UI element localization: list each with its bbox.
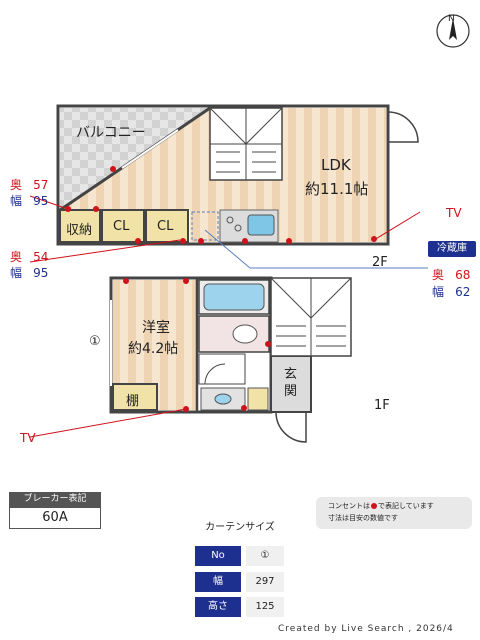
- closet-depth-value: 54: [33, 250, 49, 264]
- stove-burner-2: [234, 224, 242, 232]
- first-floor: [29, 276, 352, 443]
- shoe-box: [247, 387, 269, 411]
- curtain-value-width: 297: [246, 572, 284, 592]
- ldk-label: LDK: [321, 156, 351, 174]
- closet-width: 幅 95: [10, 262, 48, 281]
- closet-2-box: [145, 209, 189, 243]
- fridge-space: [191, 211, 219, 241]
- fridge-depth-label: 奥: [432, 268, 445, 282]
- fridge-title: 冷蔵庫: [428, 241, 476, 257]
- curtain-key-height: 高さ: [195, 597, 241, 617]
- shelf-box: [112, 383, 158, 411]
- notes-box: コンセントはで表記しています 寸法は目安の数値です: [316, 497, 472, 529]
- closet-1-box: [101, 209, 145, 243]
- fridge-width-label: 幅: [432, 285, 445, 299]
- balcony-label: バルコニー: [76, 125, 146, 141]
- fridge-depth-value: 68: [455, 268, 471, 282]
- storage-label: 収納: [66, 223, 93, 238]
- bathtub: [203, 283, 265, 311]
- outlet-dot-icon: [371, 503, 377, 509]
- closet-width-label: 幅: [10, 266, 23, 280]
- storage-width: 幅 95: [10, 190, 48, 209]
- window-number: ①: [89, 334, 101, 349]
- storage-depth: 奥 57: [10, 174, 48, 193]
- second-floor-outlets: [65, 166, 377, 244]
- closet-2-label: CL: [157, 219, 174, 234]
- breaker-label: ブレーカー表記: [9, 492, 101, 507]
- credit-text: Created by Live Search , 2026/4: [278, 624, 454, 634]
- balcony-window: [121, 129, 179, 169]
- curtain-key-width: 幅: [195, 572, 241, 592]
- breaker-value: 60A: [9, 507, 101, 529]
- leader-storage-dims: [29, 195, 69, 210]
- second-floor: [29, 104, 428, 269]
- compass-north-label: N: [448, 14, 455, 24]
- first-floor-outlets: [123, 278, 271, 412]
- entrance-door: [275, 411, 307, 443]
- curtain-key-no: No: [195, 546, 241, 566]
- ldk-door: [387, 111, 419, 143]
- closet-depth: 奥 54: [10, 246, 48, 265]
- fridge-depth: 奥 68: [432, 264, 470, 283]
- ldk-size-label: 約11.1帖: [305, 180, 369, 198]
- notes-line-2: 寸法は目安の数値です: [328, 514, 398, 522]
- fridge-width: 幅 62: [432, 281, 470, 300]
- ldk-floor-lower: [190, 210, 386, 242]
- leader-fridge-1: [204, 229, 251, 269]
- compass-icon: [436, 14, 470, 48]
- notes-line-1-post: で表記しています: [378, 502, 434, 510]
- storage-depth-value: 57: [33, 178, 49, 192]
- storage-width-label: 幅: [10, 194, 23, 208]
- western-room-size-label: 約4.2帖: [128, 341, 179, 357]
- storage-width-value: 95: [33, 194, 49, 208]
- notes-line-1: コンセントはで表記しています: [328, 500, 472, 512]
- storage-box: [59, 209, 101, 243]
- kitchen-sink: [247, 214, 275, 236]
- toilet: [232, 324, 258, 344]
- floor-2f-label: 2F: [372, 255, 388, 270]
- entrance-area: [270, 355, 312, 413]
- closet-width-value: 95: [33, 266, 49, 280]
- storage-depth-label: 奥: [10, 178, 23, 192]
- tv-label-2f: TV: [446, 206, 462, 220]
- western-room-label: 洋室: [142, 320, 170, 336]
- notes-line-1-pre: コンセントは: [328, 502, 370, 510]
- leader-closet-dims: [29, 239, 181, 263]
- curtain-value-no: ①: [246, 546, 284, 566]
- leader-tv-1f: [29, 408, 187, 438]
- curtain-title: カーテンサイズ: [205, 522, 275, 533]
- leader-tv-2f: [373, 211, 421, 241]
- washroom: [198, 353, 246, 385]
- fridge-width-value: 62: [455, 285, 471, 299]
- second-floor-stairs: [209, 107, 283, 181]
- tv-label-1f: TV: [20, 431, 36, 445]
- stove-burner-1: [226, 216, 234, 224]
- closet-1-label: CL: [113, 219, 130, 234]
- entrance-label: 玄関: [284, 367, 298, 399]
- closet-depth-label: 奥: [10, 250, 23, 264]
- shelf-label: 棚: [126, 394, 140, 409]
- floor-1f-label: 1F: [374, 398, 390, 413]
- curtain-value-height: 125: [246, 597, 284, 617]
- first-floor-stairs: [270, 277, 352, 357]
